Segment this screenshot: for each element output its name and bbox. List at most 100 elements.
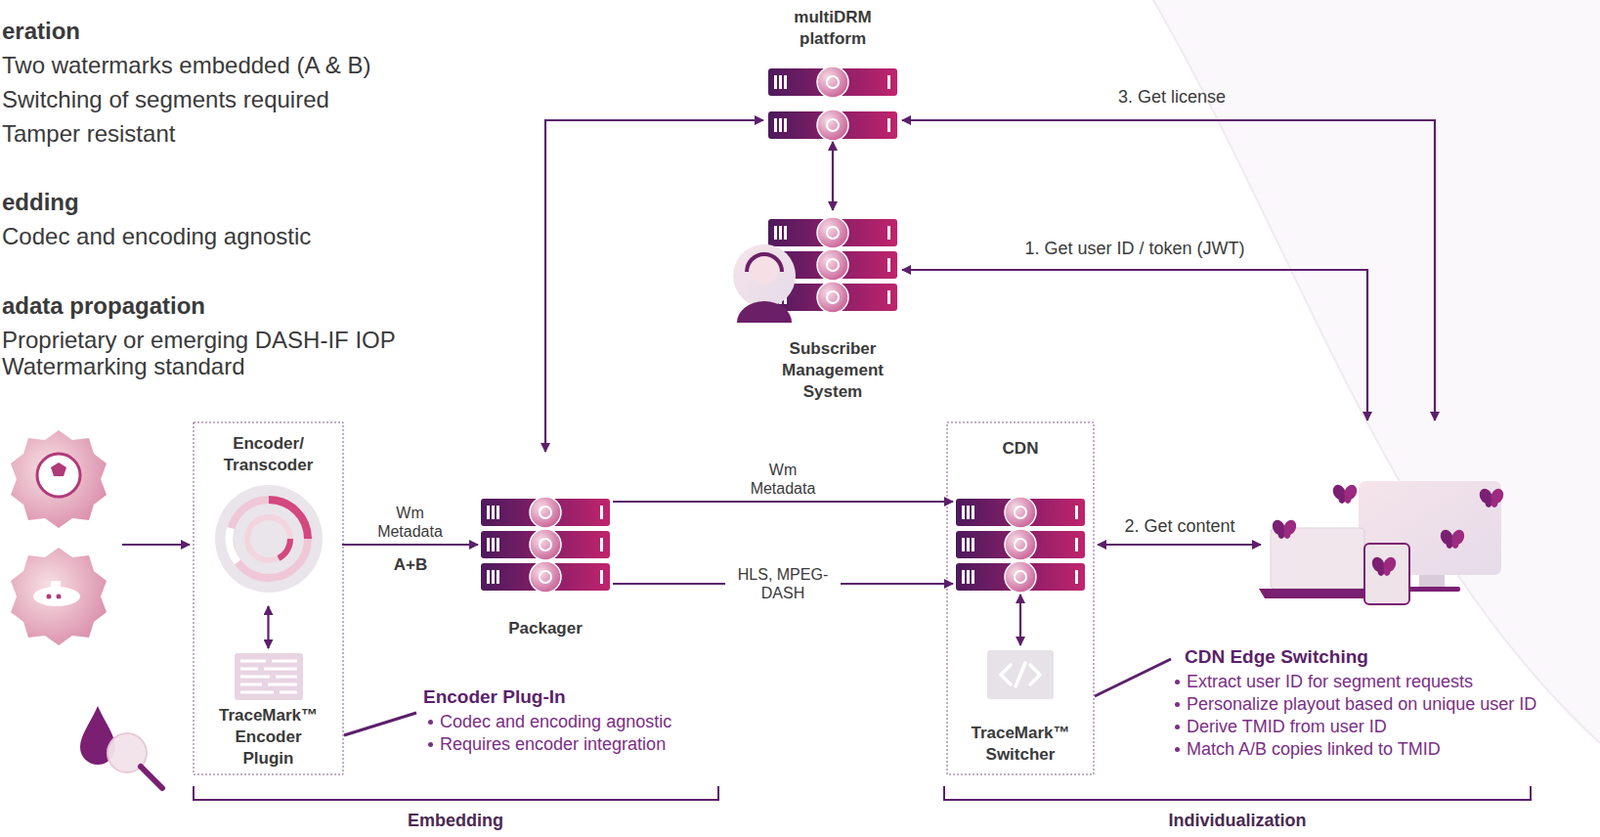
dashed-groups-part [947, 422, 1094, 775]
subscriber-server: Subscriber Management System [763, 210, 903, 406]
server-stacks-part [480, 561, 610, 593]
encoder-box: Encoder/ Transcoder [194, 430, 343, 606]
bullet-dot [428, 719, 433, 725]
switcher-box: TraceMark™ Switcher [952, 645, 1088, 769]
encoder-icon-part [278, 538, 291, 559]
node-title: Packager [508, 617, 583, 640]
bullet-text: Match A/B copies linked to TMID [1186, 737, 1441, 760]
heading-text: adata propagation [1, 292, 206, 320]
node-title: TraceMark™ Switcher [965, 722, 1076, 766]
server-stacks-part [480, 496, 610, 528]
devices-illustration-part [1330, 482, 1359, 504]
node-title: CDN [1002, 437, 1039, 460]
switcher-icon-part [1000, 662, 1040, 687]
note-text: Tamper resistant [1, 120, 175, 148]
switcher-icon-part [987, 649, 1054, 699]
bullet-text: Personalize playout based on unique user… [1186, 692, 1537, 715]
source-icons-part [122, 543, 190, 546]
forensic-search-icon-part [140, 766, 163, 788]
headset-icon-part [750, 256, 779, 284]
server-stacks-part [480, 528, 610, 561]
section-brackets-part [193, 785, 719, 800]
encoder-icon-part [229, 527, 238, 563]
plugin-box: TraceMark™ Encoder Plugin [196, 648, 341, 773]
flow-arrow [612, 500, 953, 503]
flow-arrow [342, 543, 478, 546]
heading-text: Individualization [1167, 809, 1306, 831]
node-title: Encoder/ Transcoder [196, 432, 341, 476]
server-stacks [480, 66, 1085, 593]
section-brackets-part [944, 785, 1531, 800]
source-icons-part [50, 580, 61, 589]
server-stacks-part [768, 109, 898, 141]
headset-icon-part [746, 254, 782, 272]
bullet-text: Codec and encoding agnostic [439, 710, 672, 733]
drm-server: multiDRM platform [763, 3, 903, 142]
leader-lines-part [1094, 658, 1171, 696]
headset-icon-part [733, 244, 796, 307]
background-swoosh-part [1153, 0, 1600, 743]
source-icons-part [10, 547, 107, 646]
bullet-text: Extract user ID for segment requests [1186, 670, 1473, 692]
source-icons-part [33, 586, 81, 606]
note-text: 2. Get content [1124, 515, 1235, 537]
packager-server: Packager [477, 451, 613, 643]
note-text: Switching of segments required [1, 86, 330, 114]
source-icons-part [50, 462, 67, 476]
plugin-icon-part [240, 660, 298, 692]
source-icons-part [56, 594, 62, 600]
bullet-dot [428, 741, 433, 747]
note-text: Codec and encoding agnostic [1, 222, 311, 251]
devices-illustration [1258, 480, 1507, 605]
server-stacks-part [768, 216, 898, 249]
encoder-icon-part [229, 499, 308, 578]
devices-illustration-part [1369, 555, 1398, 576]
heading-text: CDN Edge Switching [1184, 645, 1369, 668]
node-title: Subscriber Management System [765, 338, 901, 403]
source-icons [10, 430, 190, 646]
server-stacks-part [955, 496, 1085, 528]
edge-label: Wm Metadata [366, 503, 455, 541]
server-stacks-part [955, 561, 1085, 593]
source-icons-part [10, 430, 107, 528]
bullet-text: Derive TMID from user ID [1186, 715, 1387, 737]
source-icons-part [46, 594, 52, 600]
devices-illustration-part [1419, 574, 1445, 589]
flow-arrow [831, 141, 834, 211]
server-stacks-part [955, 528, 1085, 561]
headset-icon [733, 244, 796, 323]
leader-lines-part [344, 712, 417, 736]
encoder-icon-part [215, 484, 323, 593]
devices-illustration-part [1437, 527, 1467, 549]
note-text: Two watermarks embedded (A & B) [1, 51, 371, 80]
forensic-search-icon [80, 705, 163, 788]
encoder-icon-part [247, 517, 291, 561]
node-title: TraceMark™ Encoder Plugin [214, 704, 324, 770]
bullet-dot [1174, 746, 1180, 752]
note-text: 3. Get license [1118, 86, 1226, 108]
heading-text: eration [1, 17, 81, 45]
edge-label: HLS, MPEG-DASH [725, 563, 841, 604]
dashed-groups-part [193, 422, 344, 775]
heading-text: Embedding [407, 809, 504, 831]
edge-label: Wm Metadata [738, 460, 827, 498]
plugin-icon [234, 652, 303, 700]
note-text: Proprietary or emerging DASH-IF IOP Wate… [1, 326, 462, 380]
note-text: 1. Get user ID / token (JWT) [1024, 237, 1245, 260]
heading-text: Encoder Plug-In [423, 685, 566, 708]
source-icons-part [37, 453, 81, 497]
background-swoosh-part [1153, 0, 1600, 743]
headset-icon-part [736, 301, 792, 323]
cdn-server: CDN [952, 434, 1088, 595]
devices-illustration-part [1258, 588, 1377, 599]
request-arrows-part [902, 120, 1435, 421]
flow-arrow [1019, 594, 1022, 646]
request-arrows-part [1097, 543, 1261, 546]
devices-illustration-part [1364, 543, 1410, 605]
bullet-dot [1174, 724, 1180, 730]
encoder-icon [215, 484, 323, 593]
request-arrows [902, 120, 1435, 545]
plugin-icon-part [234, 652, 303, 700]
heading-text: A+B [393, 554, 428, 575]
